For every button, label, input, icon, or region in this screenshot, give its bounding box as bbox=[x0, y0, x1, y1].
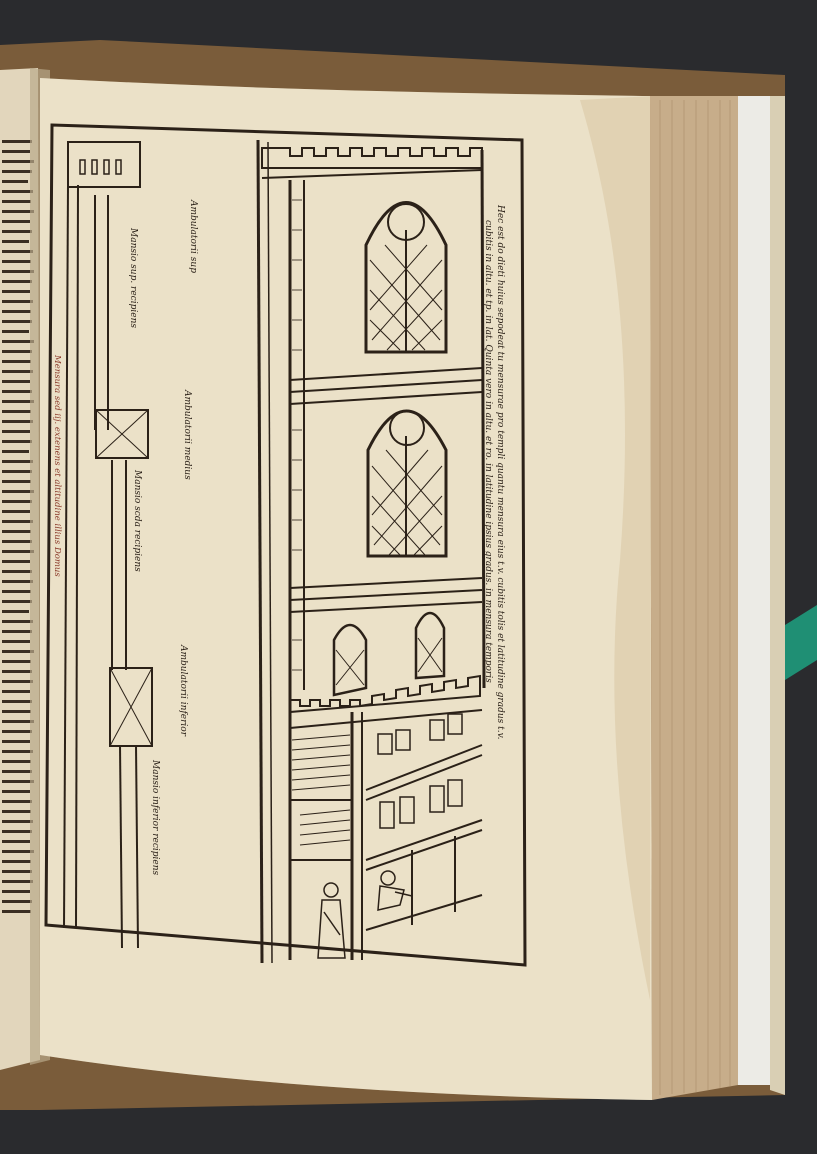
page-fore-edge bbox=[650, 96, 738, 1100]
woodcut-illustration bbox=[44, 123, 527, 967]
label-mansio-sup: Mansio sup. recipiens bbox=[128, 228, 138, 328]
label-mansio-inferior: Mansio inferior recipiens bbox=[150, 760, 160, 876]
caption-top: Mensura sed iij. extenens et altitudine … bbox=[52, 355, 62, 577]
caption-main-2: cubitis in altu. et tp. in lat. Quinta v… bbox=[483, 220, 493, 683]
caption-main: Hec est do dieti huius sepodeat tu mensu… bbox=[495, 205, 505, 740]
ribbon-bookmark bbox=[785, 605, 817, 680]
right-page bbox=[40, 78, 652, 1100]
label-mansio-scda: Mansio scda recipiens bbox=[132, 470, 142, 572]
label-ambulatorii-inferior: Ambulatorii inferior bbox=[178, 645, 188, 737]
left-page-text-column bbox=[2, 140, 34, 913]
figure-leaning bbox=[377, 870, 413, 911]
label-ambulatorii-sup: Ambulatorii sup bbox=[188, 200, 198, 273]
label-ambulatorii-medius: Ambulatorii medius bbox=[182, 390, 192, 480]
figure-standing bbox=[317, 882, 346, 959]
